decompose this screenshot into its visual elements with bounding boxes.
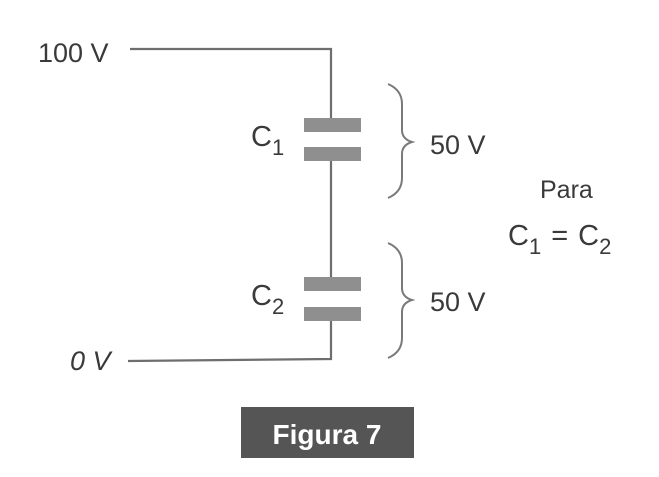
condition-equals-sign: = [551, 220, 568, 252]
condition-c2-letter: C [578, 220, 599, 252]
c1-bottom-plate [304, 147, 361, 161]
top-voltage-label: 100 V [38, 38, 109, 68]
condition-c1-subscript: 1 [529, 234, 541, 259]
c2-voltage-brace [387, 242, 416, 359]
c1-voltage-label: 50 V [430, 130, 486, 160]
c1-label-letter: C [251, 121, 272, 153]
bottom-wire [127, 321, 333, 363]
c2-label-letter: C [251, 280, 272, 312]
figure-caption: Figura 7 [273, 419, 382, 450]
figure-caption-box [241, 407, 414, 458]
c1-top-plate [304, 118, 361, 132]
c2-label-subscript: 2 [272, 294, 284, 319]
c2-bottom-plate [304, 307, 361, 321]
condition-c1-letter: C [508, 220, 529, 252]
c1-voltage-brace [387, 83, 416, 199]
top-wire [130, 47, 333, 118]
c2-label: C2 [251, 280, 284, 319]
bottom-voltage-label: 0 V [70, 346, 114, 376]
c1-label: C1 [251, 121, 284, 160]
c1-label-subscript: 1 [272, 135, 284, 160]
condition-para-text: Para [540, 176, 593, 204]
c2-top-plate [304, 277, 361, 291]
condition-equation: C1=C2 [508, 220, 611, 259]
condition-c2-subscript: 2 [599, 234, 611, 259]
c2-voltage-label: 50 V [430, 287, 486, 317]
